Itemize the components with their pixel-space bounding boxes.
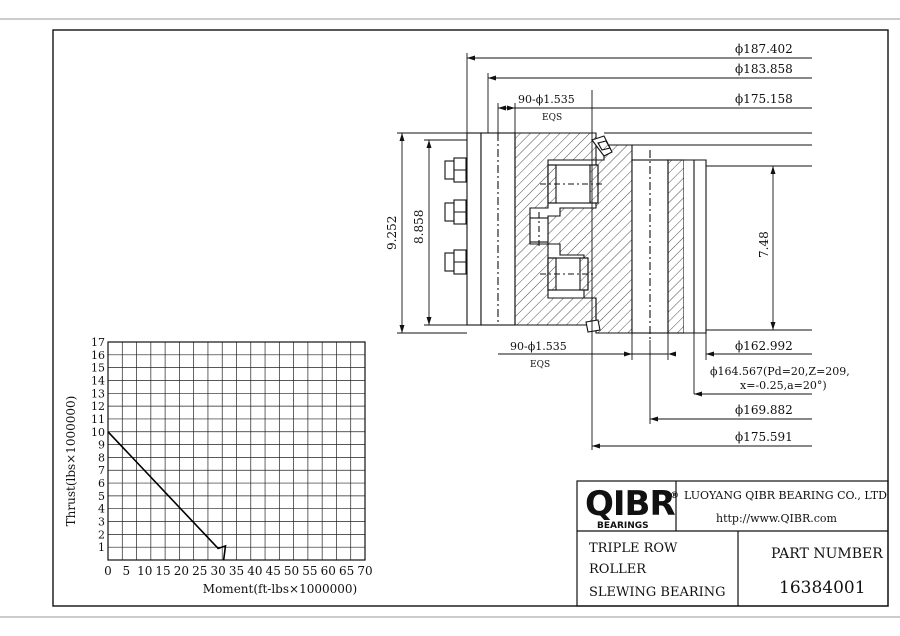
dim-175-158: ϕ175.158: [735, 92, 793, 106]
description-line2: ROLLER: [589, 562, 647, 577]
chart-x-tick-label: 35: [229, 564, 244, 578]
chart-y-tick-label: 16: [91, 349, 105, 362]
dimension-lines: [397, 53, 812, 450]
chart-x-tick-label: 45: [266, 564, 281, 578]
chart-y-tick-label: 4: [98, 503, 105, 516]
bolt-middle: [444, 199, 472, 225]
chart-series-line-0: [107, 431, 227, 561]
description-line1: TRIPLE ROW: [589, 541, 678, 556]
chart-y-tick-label: 15: [91, 362, 105, 375]
inner-ring-body: [547, 144, 633, 334]
dim-holes-top: 90-ϕ1.535: [518, 93, 575, 106]
chart-y-tick-label: 1: [98, 541, 105, 554]
chart-x-tick-label: 10: [137, 564, 152, 578]
gear-ring-body: [667, 159, 685, 334]
dim-gear-line2: x=-0.25,a=20°): [740, 379, 827, 392]
drawing-frame: [52, 29, 889, 607]
bearing-section: [444, 132, 812, 340]
dimension-arrows: [399, 55, 776, 449]
chart-y-tick-label: 17: [91, 336, 105, 349]
chart-x-tick-label: 25: [192, 564, 207, 578]
chart-y-tick-label: 5: [98, 490, 105, 503]
company-name: LUOYANG QIBR BEARING CO., LTD: [684, 489, 887, 502]
chart-x-tick-label: 20: [174, 564, 189, 578]
part-number-value: 16384001: [779, 578, 866, 598]
part-number-label: PART NUMBER: [771, 546, 883, 562]
chart-y-tick-label: 3: [98, 516, 105, 529]
chart-y-axis-label: Thrust(lbs×1000000): [64, 396, 78, 527]
chart-plot-area: [107, 341, 366, 561]
dim-eqs-top: EQS: [542, 113, 562, 123]
chart-y-tick-label: 11: [91, 413, 105, 426]
dim-183-858: ϕ183.858: [735, 62, 793, 76]
chart-x-tick-label: 40: [247, 564, 262, 578]
chart-y-tick-label: 13: [91, 387, 105, 400]
title-block: [576, 480, 889, 607]
chart-y-tick-label: 8: [98, 451, 105, 464]
chart-y-tick-label: 7: [98, 464, 105, 477]
dim-gear-line1: ϕ164.567(Pd=20,Z=209,: [710, 365, 850, 378]
dim-holes-bottom: 90-ϕ1.535: [510, 340, 567, 353]
description-line3: SLEWING BEARING: [589, 585, 726, 600]
dim-9-252: 9.252: [385, 216, 399, 250]
dim-7-48: 7.48: [757, 231, 771, 258]
chart-x-axis-label: Moment(ft-lbs×1000000): [203, 582, 357, 596]
chart-x-tick-label: 60: [321, 564, 336, 578]
chart-y-tick-label: 14: [91, 374, 105, 387]
dim-187-402: ϕ187.402: [735, 42, 793, 56]
seal-bottom: [585, 319, 601, 333]
logo-subtitle: BEARINGS: [597, 521, 649, 531]
company-logo: QIBR: [585, 484, 675, 524]
chart-y-tick-label: 10: [91, 426, 105, 439]
chart-x-tick-label: 15: [155, 564, 170, 578]
dim-eqs-bottom: EQS: [530, 360, 550, 370]
chart-x-tick-label: 55: [302, 564, 317, 578]
chart-x-tick-label: 70: [357, 564, 372, 578]
chart-x-tick-label: 50: [284, 564, 299, 578]
chart-y-tick-label: 9: [98, 439, 105, 452]
chart-x-tick-label: 30: [211, 564, 226, 578]
dim-169-882: ϕ169.882: [735, 403, 793, 417]
chart-x-tick-label: 5: [123, 564, 131, 578]
outer-ring-flange: [466, 132, 482, 326]
gear-teeth: [684, 159, 707, 334]
chart-y-tick-label: 6: [98, 477, 105, 490]
chart-y-tick-label: 12: [91, 400, 105, 413]
chart-x-tick-label: 0: [104, 564, 112, 578]
chart-y-tick-label: 2: [98, 528, 105, 541]
chart-x-tick-label: 65: [339, 564, 354, 578]
company-website[interactable]: http://www.QIBR.com: [716, 512, 838, 525]
dim-8-858: 8.858: [412, 210, 426, 244]
dim-162-992: ϕ162.992: [735, 339, 793, 353]
logo-registered-mark: ®: [670, 491, 679, 501]
dim-175-591: ϕ175.591: [735, 430, 793, 444]
